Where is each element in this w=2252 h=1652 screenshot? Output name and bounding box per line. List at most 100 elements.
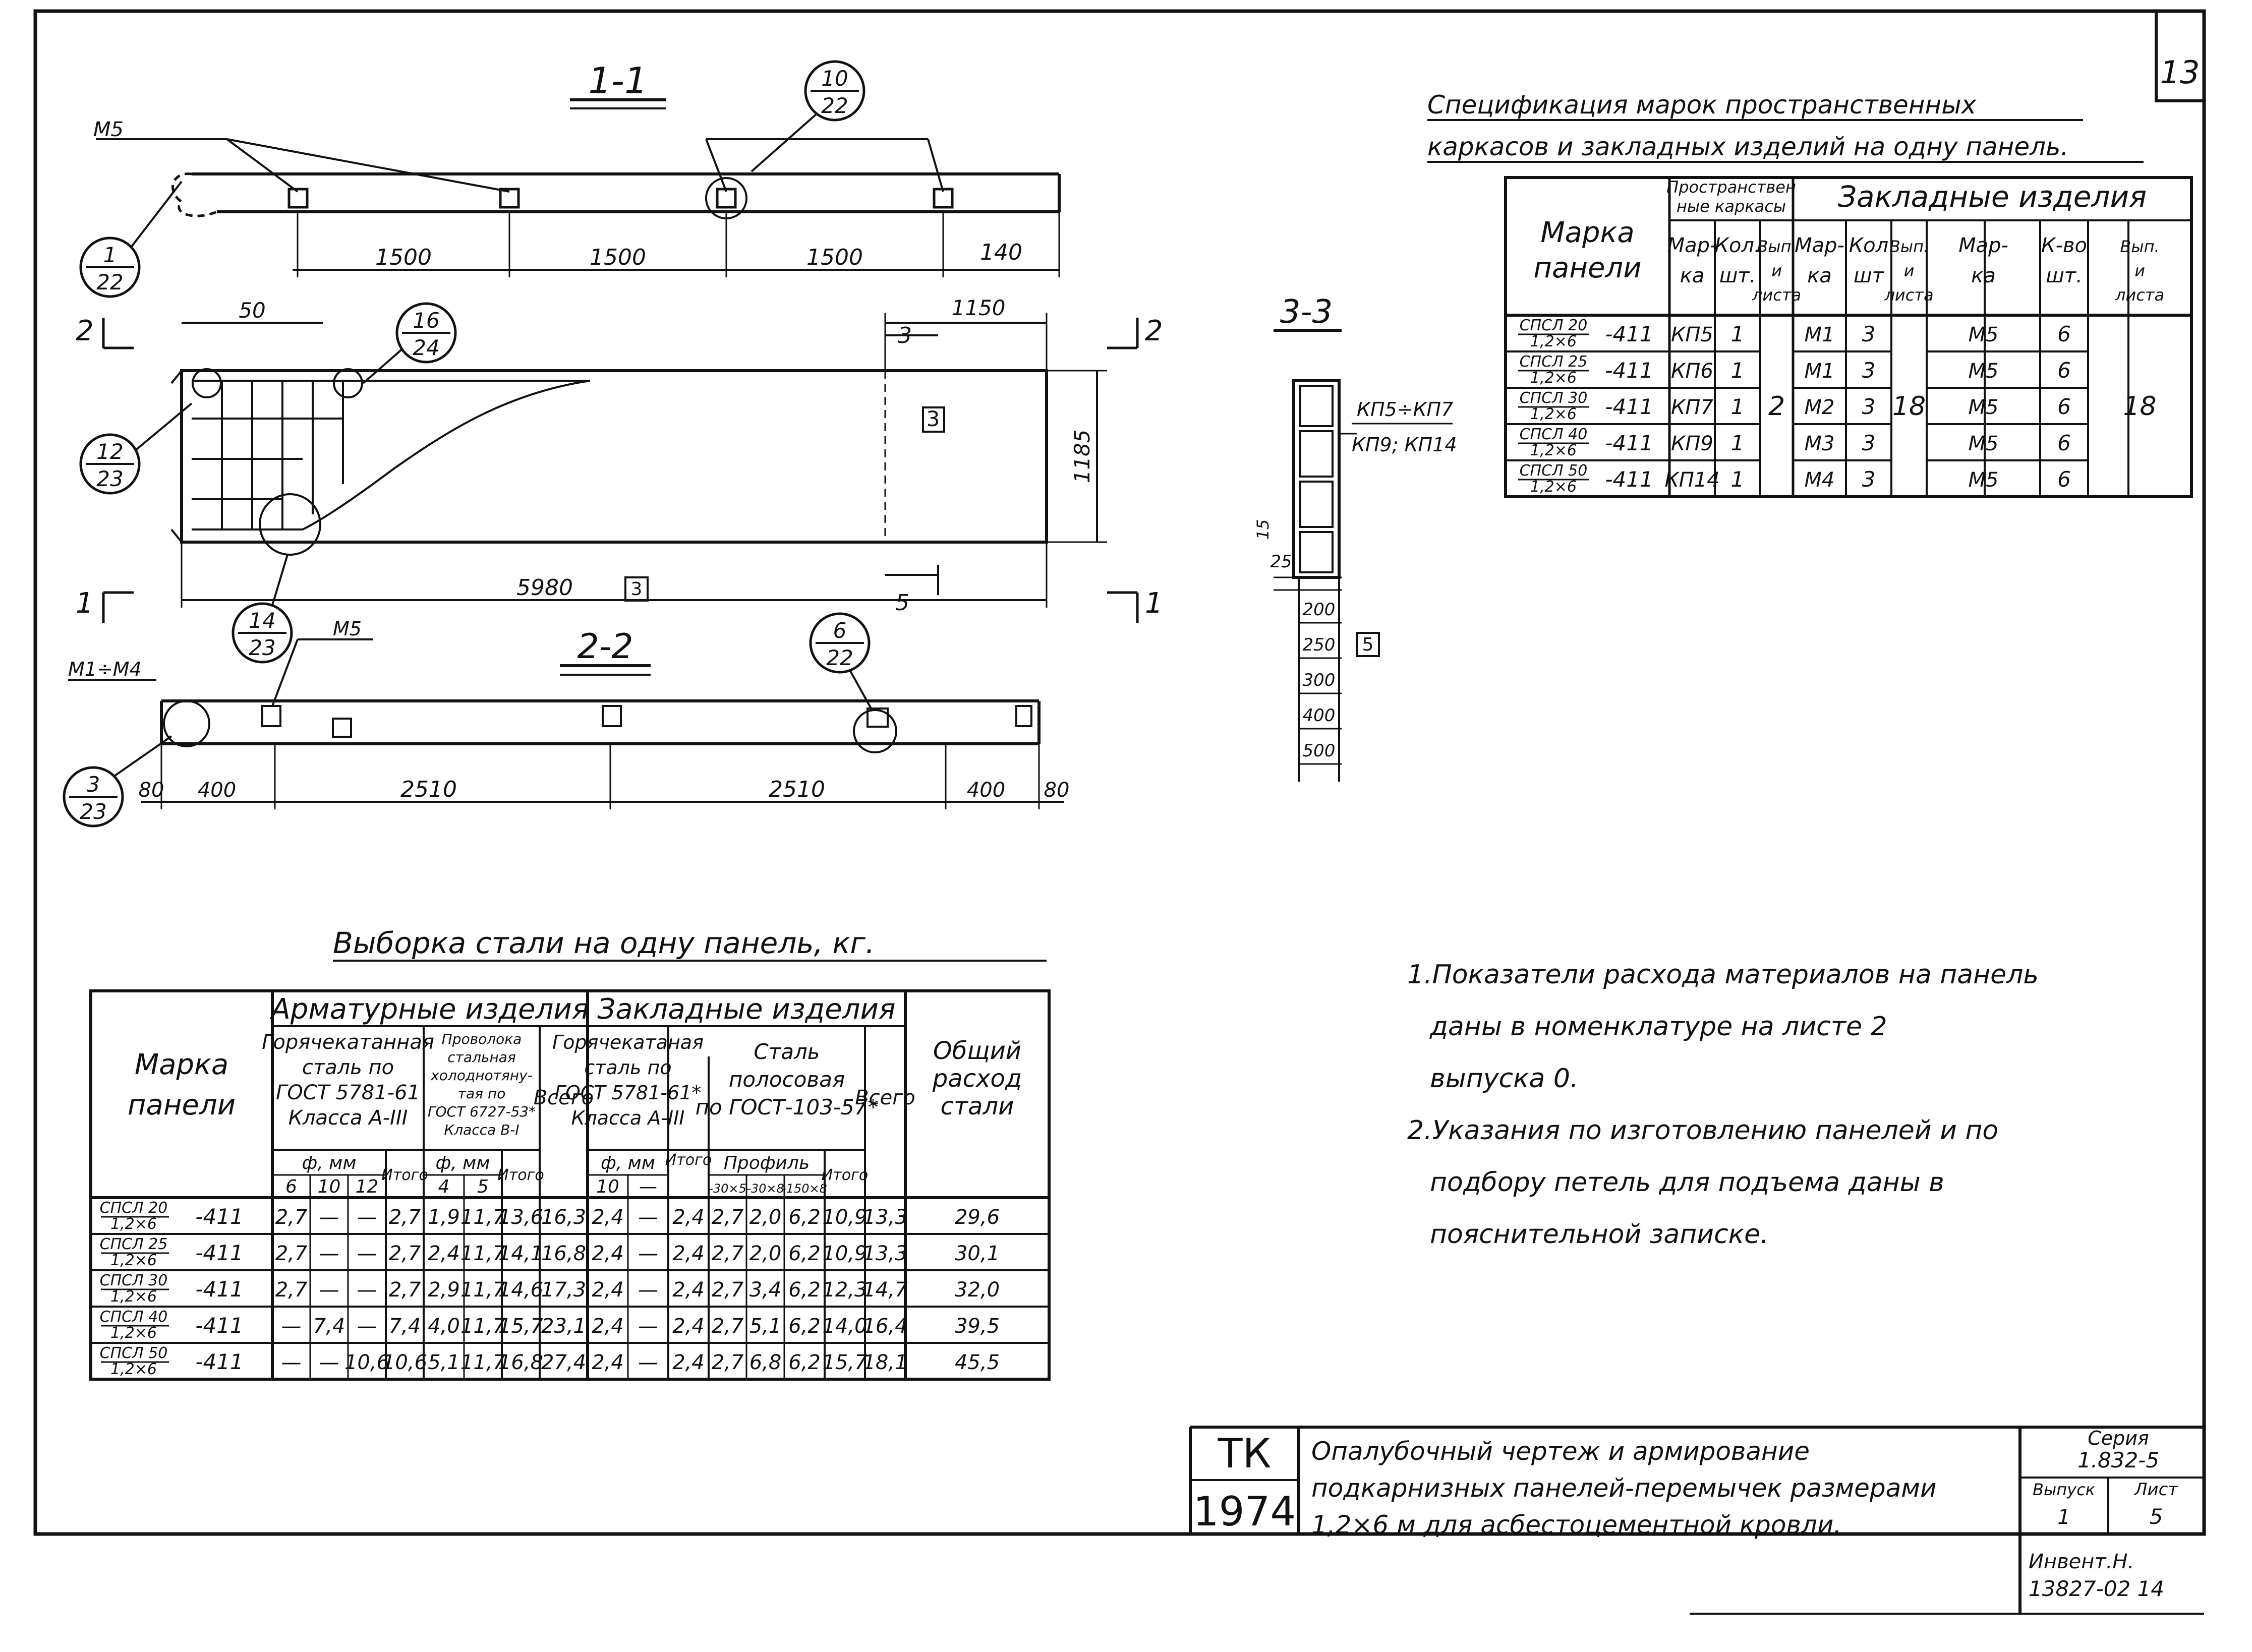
steel-row-cell: 16,4 [862,1315,907,1338]
cut-mark-1-left: 1 [76,587,94,620]
label-kp-range: КП5÷КП7 [1357,398,1453,421]
steel-row-cell: — [319,1278,339,1302]
steel-row-cell: 2,4 [672,1278,705,1302]
steel-row-cell: 14,6 [498,1278,543,1302]
steel-row-cell: 2,4 [592,1278,624,1302]
steel-row-cell: 2,9 [428,1278,460,1302]
steel-row-cell: 6,2 [788,1278,821,1302]
title-description: 1,2×6 м для асбестоцементной кровли. [1311,1510,1841,1540]
spec-sub-head: Кол. [1714,234,1760,257]
spec-row-mark-top: СПСЛ 40 [1520,426,1588,443]
steel-row-cell: 7,4 [313,1315,345,1338]
steel-row-cell: 11,7 [460,1351,506,1374]
steel-head-rebar-wire: холоднотяну- [430,1067,533,1084]
spec-sub-head: Мар- [1795,234,1844,257]
steel-row-cell: 2,7 [275,1242,308,1265]
spec-row-suffix: -411 [1605,358,1653,383]
spec-row-m5-qty: 6 [2057,358,2071,383]
steel-row-cell: 2,7 [389,1278,421,1302]
cut-mark-5: 5 [895,590,909,616]
steel-head-phi: ф, мм [302,1153,357,1173]
steel-row-cell: 18,1 [862,1351,907,1374]
spec-row-mark-top: СПСЛ 20 [1520,317,1588,334]
steel-row-suffix: -411 [195,1241,243,1265]
spec-sub-head: шт [1854,264,1885,287]
steel-row-cell: — [357,1315,377,1338]
steel-row-cell: 5,1 [428,1351,460,1374]
dim-33-300: 300 [1303,670,1336,690]
spec-row-embedded-qty: 3 [1862,394,1876,419]
dim-22-e: 400 [967,779,1005,802]
spec-row-qty: 1 [1731,467,1745,492]
note-line: пояснительной записке. [1430,1219,1769,1250]
steel-row-cell: 2,7 [389,1206,421,1229]
steel-row-cell: 5,1 [749,1315,782,1338]
spec-sub-head: листа [1752,285,1801,305]
spec-row-embedded: М3 [1805,432,1835,455]
tag-5-section: 5 [1362,634,1374,655]
spec-row-suffix: -411 [1605,322,1653,346]
spec-row-suffix: -411 [1605,431,1653,455]
section-1-1: 1-1 M5 1500 1500 1500 140 [93,60,1061,277]
spec-row-m5: М5 [1969,360,1999,383]
spec-row-suffix: -411 [1605,467,1653,492]
spec-head-mark: панели [1533,252,1641,284]
dim-33-250: 250 [1303,635,1336,655]
steel-row-cell: 2,4 [592,1315,624,1338]
steel-row-cell: 39,5 [955,1315,1000,1338]
title-description: Опалубочный чертеж и армирование [1311,1437,1810,1466]
steel-row-cell: 12,3 [822,1278,867,1302]
steel-head-phi: ф, мм [601,1153,655,1173]
steel-frame [89,989,1051,1381]
label-m5-top: M5 [93,118,124,141]
steel-row-cell: 1,9 [428,1206,460,1229]
steel-head-emb-hot: сталь по [584,1056,671,1079]
tag-3-bottom: 3 [631,579,643,600]
title-series-label: Серия [2088,1427,2149,1449]
steel-row-cell: 23,1 [541,1315,586,1338]
steel-row-cell: 2,7 [712,1242,744,1265]
spec-title-1: Спецификация марок пространственных [1427,90,1977,120]
dim-33-400: 400 [1303,705,1336,726]
plan-view: 2 2 1 1 3 [76,296,1163,623]
steel-row-cell: 2,4 [672,1351,705,1374]
dim-33-200: 200 [1303,600,1336,620]
steel-row-cell: 29,6 [955,1206,1000,1229]
dim-22-a: 80 [139,779,164,802]
callout-leader [130,181,183,248]
steel-row-cell: 10,9 [822,1206,867,1229]
spec-frame [1504,176,2193,498]
steel-row-cell: 27,4 [541,1351,586,1374]
steel-head-emb-hot: Класса А-III [571,1107,684,1129]
spec-row-m5-qty: 6 [2057,394,2071,419]
dim-33-25: 25 [1270,552,1292,572]
section-3-3-label: 3-3 [1280,293,1333,331]
spec-row-mark-bottom: 1,2×6 [1530,333,1577,350]
steel-row-cell: 4,0 [428,1315,460,1338]
spec-row-m5: М5 [1969,432,1999,455]
spec-head-embedded: Закладные изделия [1838,180,2147,214]
steel-row-cell: 16,3 [541,1206,586,1229]
steel-row-cell: 32,0 [955,1278,1000,1302]
callout-number: 14 [249,608,275,633]
dim-plan-1150: 1150 [952,296,1006,320]
spec-row-m5: М5 [1969,468,1999,492]
steel-head-itogo: Итого [665,1151,712,1169]
general-notes: 1.Показатели расхода материалов на панел… [1407,960,2039,1250]
steel-sub-col: -30×5 [709,1182,746,1196]
steel-row-cell: — [281,1315,302,1338]
spec-row-embedded: М2 [1805,396,1835,419]
steel-head-total-emb: Всего [855,1086,915,1109]
callout-leader [362,347,405,384]
title-year: 1974 [1193,1488,1296,1535]
dim-11-d: 140 [980,240,1022,265]
spec-row-mark-top: СПСЛ 50 [1520,462,1588,480]
note-line: 2.Указания по изготовлению панелей и по [1407,1115,1998,1146]
spec-head-mark: Марка [1540,216,1634,249]
steel-row-mark-top: СПСЛ 40 [100,1308,168,1326]
spec-m5-issue: 18 [2123,391,2156,422]
steel-head-mark: панели [128,1089,236,1122]
steel-row-cell: 2,0 [749,1206,782,1229]
steel-row-cell: 2,7 [712,1206,744,1229]
